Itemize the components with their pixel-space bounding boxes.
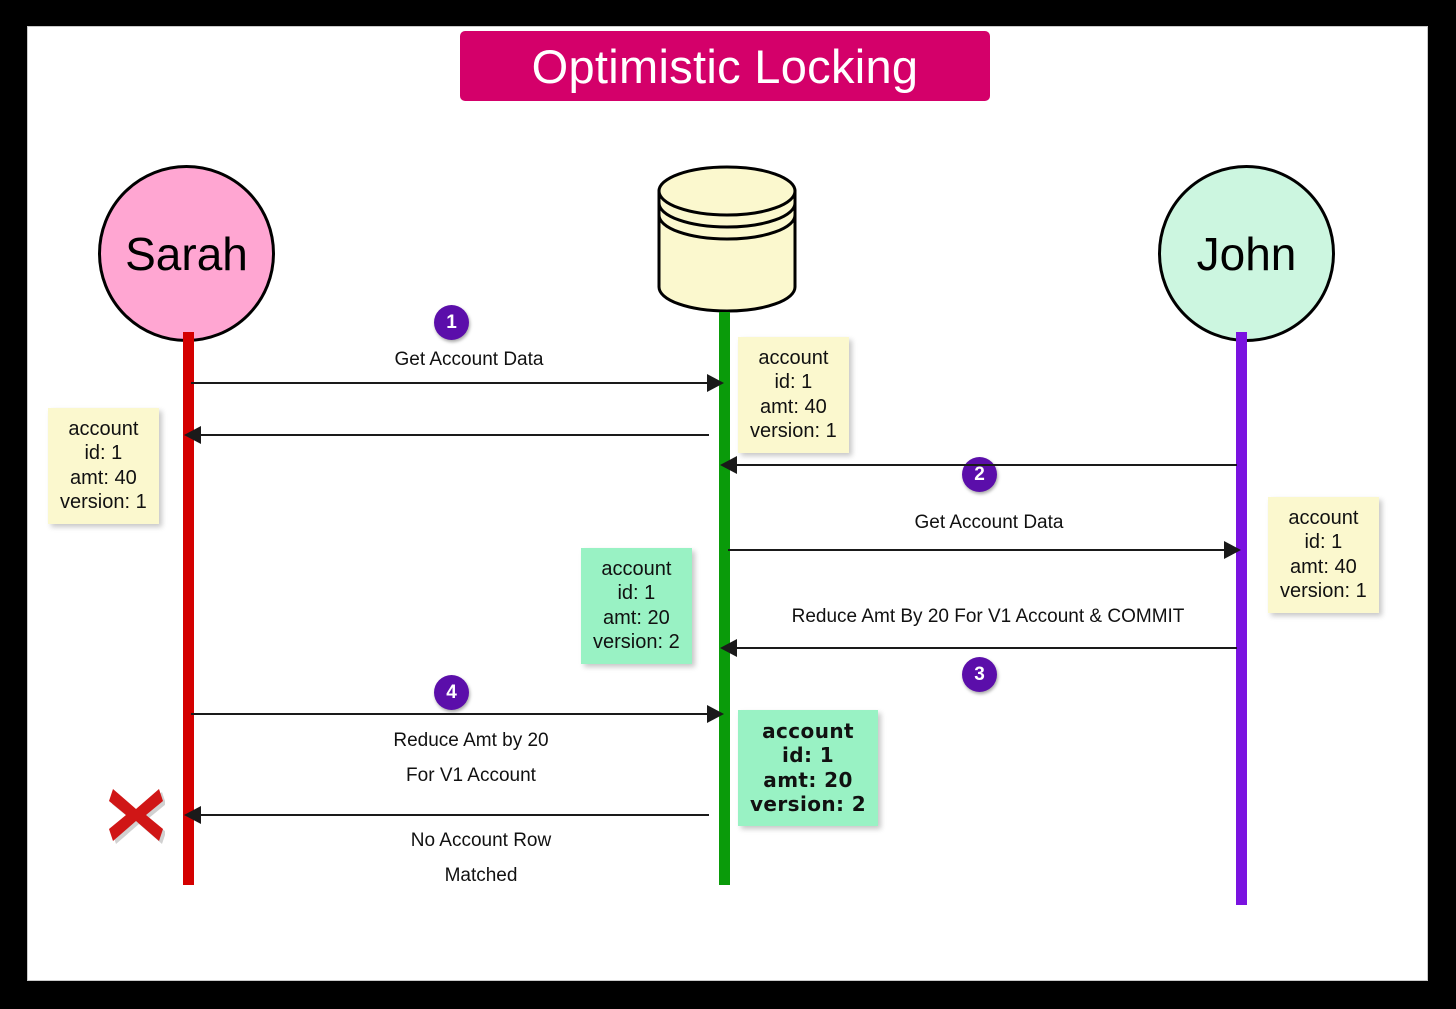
note-title: account [68,418,139,440]
arrow-head-2-return [1224,541,1241,559]
arrow-head-4-return [184,806,201,824]
note-john-account-v1: account id: 1 amt: 40 version: 1 [1268,497,1379,613]
note-title: account [758,347,829,369]
note-amt: amt: 40 [1290,555,1357,578]
note-title: account [1288,507,1359,529]
note-amt: amt: 40 [760,395,827,418]
step-badge-4: 4 [434,675,469,710]
arrow-head-1 [707,374,724,392]
arrow-line-3 [737,647,1237,649]
note-amt: amt: 20 [763,767,853,792]
message-label-no-match-line2: Matched [444,865,518,886]
actor-john[interactable]: John [1158,165,1335,342]
message-label-4: Reduce Amt by 20 For V1 Account [351,730,591,787]
note-amt: amt: 40 [70,466,137,489]
arrow-head-3 [720,639,737,657]
database-cylinder-icon[interactable] [653,165,801,313]
actor-sarah[interactable]: Sarah [98,165,275,342]
arrow-line-4 [191,713,709,715]
lifeline-database [719,312,730,885]
arrow-head-4 [707,705,724,723]
note-id: id: 1 [774,371,813,394]
arrow-head-1-return [184,426,201,444]
note-db-account-v1: account id: 1 amt: 40 version: 1 [738,337,849,453]
lifeline-john [1236,332,1247,905]
note-id: id: 1 [617,582,656,605]
arrow-line-2 [737,464,1237,466]
arrow-line-1 [191,382,709,384]
diagram-canvas: Optimistic Locking Sarah John 1 Get Acco… [28,27,1427,980]
note-id: id: 1 [84,442,123,465]
arrow-head-2 [720,456,737,474]
note-id: id: 1 [1304,531,1343,554]
actor-sarah-label: Sarah [125,227,248,280]
message-label-3: Reduce Amt By 20 For V1 Account & COMMIT [791,606,1185,627]
note-db-account-v2-left: account id: 1 amt: 20 version: 2 [581,548,692,664]
note-version: version: 1 [750,420,837,443]
message-label-4-line2: For V1 Account [406,765,536,786]
lifeline-sarah [183,332,194,885]
step-badge-3: 3 [962,657,997,692]
note-title: account [601,558,672,580]
arrow-line-4-return [201,814,709,816]
page-title: Optimistic Locking [531,39,919,93]
note-sarah-account-v1: account id: 1 amt: 40 version: 1 [48,408,159,524]
red-cross-icon [109,789,165,844]
arrow-line-1-return [201,434,709,436]
actor-john-label: John [1196,227,1297,280]
step-badge-2: 2 [962,457,997,492]
note-version: version: 2 [750,792,867,817]
note-amt: amt: 20 [603,606,670,629]
note-version: version: 1 [60,491,147,514]
note-version: version: 2 [593,631,680,654]
step-badge-1: 1 [434,305,469,340]
message-label-no-match: No Account Row Matched [361,830,601,887]
arrow-line-2-return [728,549,1226,551]
title-banner: Optimistic Locking [460,31,990,101]
message-label-no-match-line1: No Account Row [410,830,552,851]
note-title: account [762,719,854,743]
note-version: version: 1 [1280,580,1367,603]
note-id: id: 1 [782,743,835,768]
message-label-1: Get Account Data [394,349,544,370]
message-label-2: Get Account Data [914,512,1064,533]
note-db-account-v2-right: account id: 1 amt: 20 version: 2 [738,710,879,826]
message-label-4-line1: Reduce Amt by 20 [393,730,549,751]
